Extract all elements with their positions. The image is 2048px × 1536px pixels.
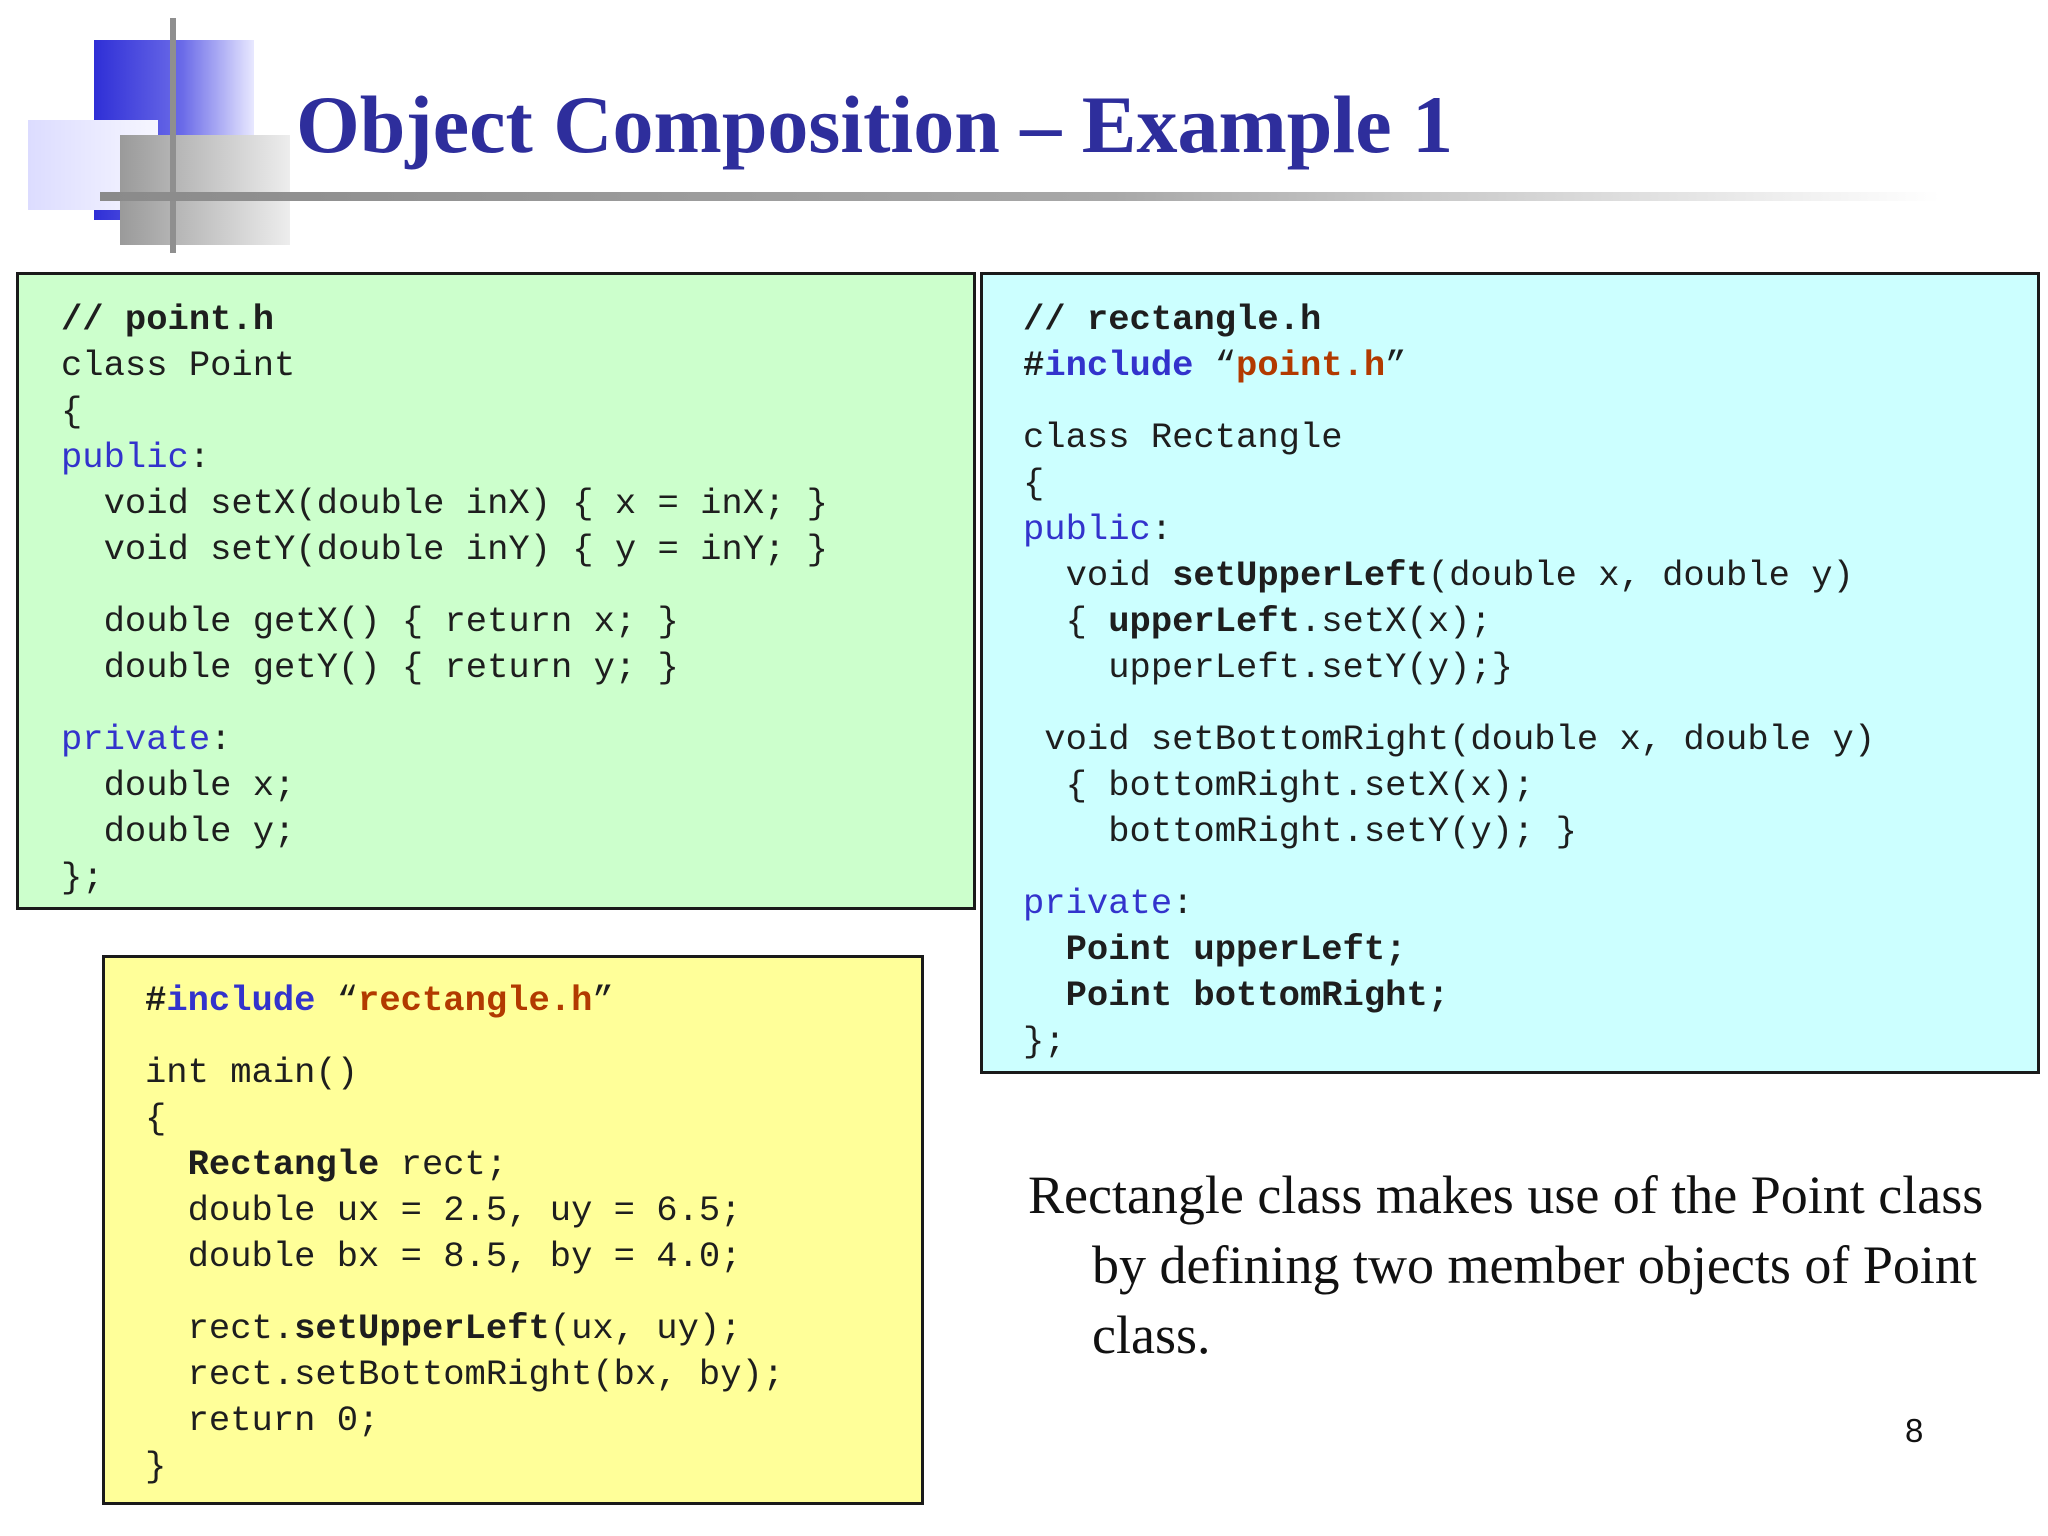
code-comment: // point.h [61,299,275,340]
code-line: class Point [61,345,296,386]
access-specifier: public: [1023,507,1172,553]
access-specifier: private: [1023,881,1193,927]
code-line: }; [1023,1021,1066,1062]
code-line: bottomRight.setY(y); } [1023,811,1577,852]
code-line: upperLeft.setY(y);} [1023,647,1513,688]
main-code-box: #include “rectangle.h” int main() { Rect… [102,955,924,1505]
code-line: rect.setUpperLeft(ux, uy); [145,1306,742,1352]
code-comment: // rectangle.h [1023,299,1322,340]
code-line: double getX() { return x; } [61,601,679,642]
title-underline [100,192,1940,201]
code-line: { bottomRight.setX(x); [1023,765,1535,806]
keyword: include [166,980,316,1021]
code-line: void setX(double inX) { x = inX; } [61,483,828,524]
code-text: (ux, uy); [549,1308,742,1349]
keyword: include [1044,345,1194,386]
code-line: void setBottomRight(double x, double y) [1023,719,1876,760]
keyword: private [1023,883,1173,924]
description-text: Rectangle class makes use of the Point c… [1028,1165,1984,1365]
code-text: (double x, double y) [1427,555,1854,596]
code-line: void setUpperLeft(double x, double y) [1023,553,1854,599]
code-line: Rectangle rect; [145,1142,508,1188]
code-line: class Rectangle [1023,417,1343,458]
quote: “ [1193,345,1237,386]
code-text [145,1144,188,1185]
quote: ” [592,980,614,1021]
code-line: int main() [145,1052,359,1093]
colon: : [1150,509,1173,550]
code-line: Point bottomRight; [1023,975,1450,1016]
code-line: { [1023,463,1045,504]
code-line: rect.setBottomRight(bx, by); [145,1354,785,1395]
slide-logo [28,18,290,253]
code-line: double getY() { return y; } [61,647,679,688]
code-line: double ux = 2.5, uy = 6.5; [145,1190,742,1231]
slide-description: Rectangle class makes use of the Point c… [1028,1160,2008,1370]
colon: : [210,719,232,760]
include-directive: #include “point.h” [1023,343,1406,389]
code-text: .setX(x); [1299,601,1492,642]
code-line: return 0; [145,1400,380,1441]
code-line: } [145,1446,167,1487]
method-name: setUpperLeft [1172,555,1428,596]
point-header-code-box: // point.h class Point { public: void se… [16,272,976,910]
keyword: public [1023,509,1151,550]
code-line: { [145,1098,167,1139]
type-name: Rectangle [187,1144,380,1185]
hash: # [145,980,167,1021]
keyword: public [61,437,189,478]
code-text: { [1023,601,1109,642]
page-number: 8 [1905,1412,1924,1449]
code-text: rect; [379,1144,508,1185]
member-name: upperLeft [1108,601,1300,642]
code-line: double x; [61,765,296,806]
access-specifier: private: [61,717,231,763]
code-line: { [61,391,83,432]
rectangle-header-code-box: // rectangle.h #include “point.h” class … [980,272,2040,1074]
colon: : [1172,883,1194,924]
code-line: Point upperLeft; [1023,929,1407,970]
include-directive: #include “rectangle.h” [145,978,614,1024]
slide-title: Object Composition – Example 1 [296,79,1454,170]
keyword: private [61,719,211,760]
hash: # [1023,345,1045,386]
include-filename: rectangle.h [358,980,593,1021]
code-line: }; [61,857,104,898]
quote: ” [1385,345,1407,386]
code-line: void setY(double inY) { y = inY; } [61,529,828,570]
code-text: rect. [145,1308,295,1349]
code-line: double y; [61,811,296,852]
quote: “ [315,980,359,1021]
code-line: double bx = 8.5, by = 4.0; [145,1236,742,1277]
access-specifier: public: [61,435,210,481]
method-name: setUpperLeft [294,1308,550,1349]
colon: : [188,437,211,478]
include-filename: point.h [1236,345,1386,386]
code-text: void [1023,555,1173,596]
code-line: { upperLeft.setX(x); [1023,599,1492,645]
